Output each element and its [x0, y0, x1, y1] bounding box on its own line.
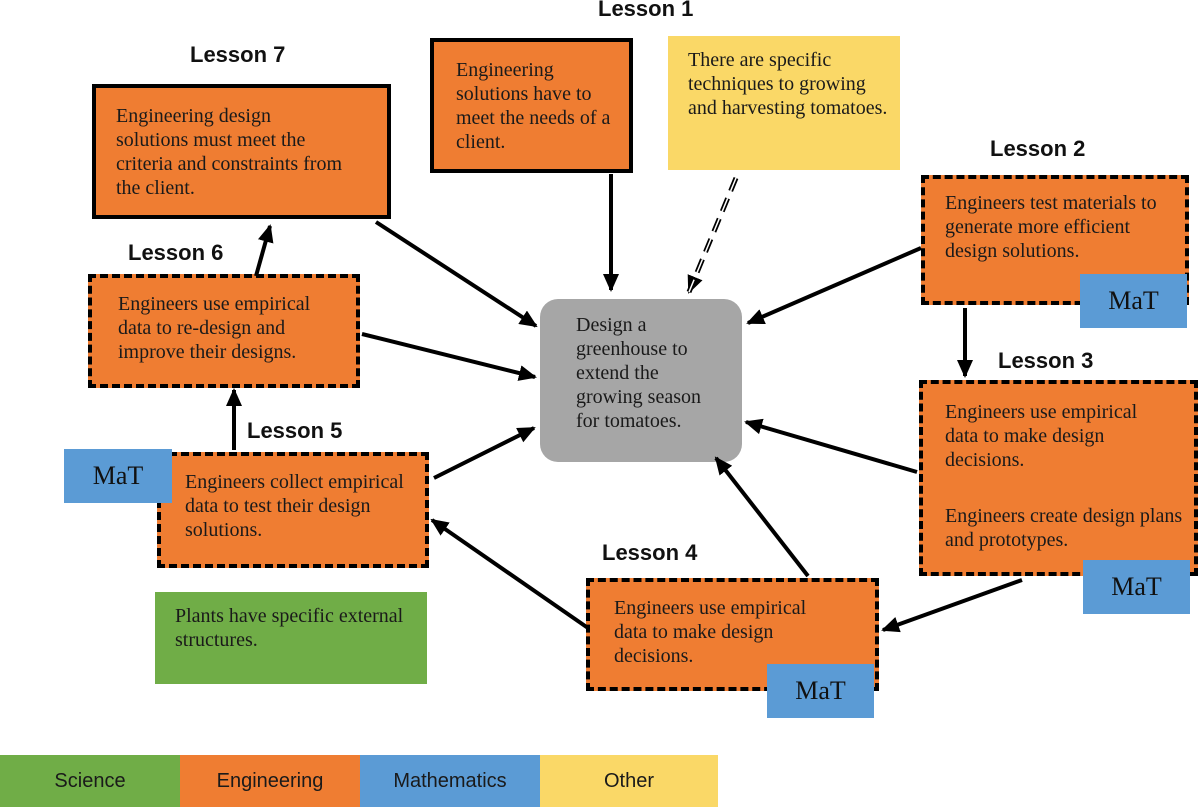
arrow-other-to-center-inner [688, 177, 737, 293]
arrow-lesson7-to-center [374, 220, 538, 328]
lesson-2-title: Lesson 2 [990, 136, 1086, 161]
legend-engineering: Engineering [180, 755, 360, 807]
central-goal-text: Design a greenhouse to extend the growin… [576, 314, 701, 432]
lesson-6-title: Lesson 6 [128, 240, 224, 265]
lesson-5-title: Lesson 5 [247, 418, 343, 443]
lesson-4-text: Engineers use empirical data to make des… [614, 597, 807, 667]
arrow-lesson6-to-center [361, 332, 537, 381]
legend-science: Science [0, 755, 180, 807]
lesson-3-text-1: Engineers use empirical data to make des… [945, 401, 1138, 471]
other-note-box: There are specific techniques to growing… [668, 36, 900, 170]
science-note-text: Plants have specific external structures… [175, 605, 404, 651]
lesson-1-title: Lesson 1 [598, 0, 694, 21]
central-goal-box: Design a greenhouse to extend the growin… [540, 299, 742, 462]
arrow-lesson4-to-center [714, 456, 810, 578]
legend-mathematics: Mathematics [360, 755, 540, 807]
science-note-box: Plants have specific external structures… [155, 592, 427, 684]
lesson-3-text-2: Engineers create design plans and protot… [945, 505, 1183, 551]
lesson-6-text: Engineers use empirical data to re-desig… [118, 293, 311, 363]
lesson-3-title: Lesson 3 [998, 348, 1094, 373]
lesson-6-box: Engineers use empirical data to re-desig… [88, 274, 360, 388]
lesson-4-title: Lesson 4 [602, 540, 698, 565]
arrow-lesson3-to-center [744, 418, 918, 474]
arrow-lesson3-to-lesson4 [881, 578, 1023, 633]
arrow-other-to-center [686, 177, 739, 294]
other-note-text: There are specific techniques to growing… [688, 49, 888, 119]
lesson-5-mat-tag: MaT [64, 449, 172, 503]
lesson-1-text: Engineering solutions have to meet the n… [456, 59, 611, 153]
arrow-lesson2-to-center [746, 246, 922, 325]
lesson-3-mat-tag: MaT [1083, 560, 1190, 614]
arrow-lesson6-to-lesson7 [254, 224, 274, 277]
lesson-7-box: Engineering design solutions must meet t… [92, 84, 391, 219]
legend-other: Other [540, 755, 718, 807]
lesson-1-box: Engineering solutions have to meet the n… [430, 38, 633, 173]
lesson-4-mat-tag: MaT [767, 664, 874, 718]
lesson-7-text: Engineering design solutions must meet t… [116, 105, 343, 199]
lesson-3-box: Engineers use empirical data to make des… [919, 380, 1198, 576]
lesson-5-box: Engineers collect empirical data to test… [157, 452, 429, 568]
lesson-4-box: Engineers use empirical data to make des… [586, 578, 879, 691]
lesson-7-title: Lesson 7 [190, 42, 286, 67]
lesson-2-mat-tag: MaT [1080, 274, 1187, 328]
arrow-lesson4-to-lesson5 [430, 518, 590, 630]
lesson-2-text: Engineers test materials to generate mor… [945, 192, 1157, 262]
lesson-5-text: Engineers collect empirical data to test… [185, 471, 404, 541]
arrow-lesson5-to-center [433, 426, 536, 480]
